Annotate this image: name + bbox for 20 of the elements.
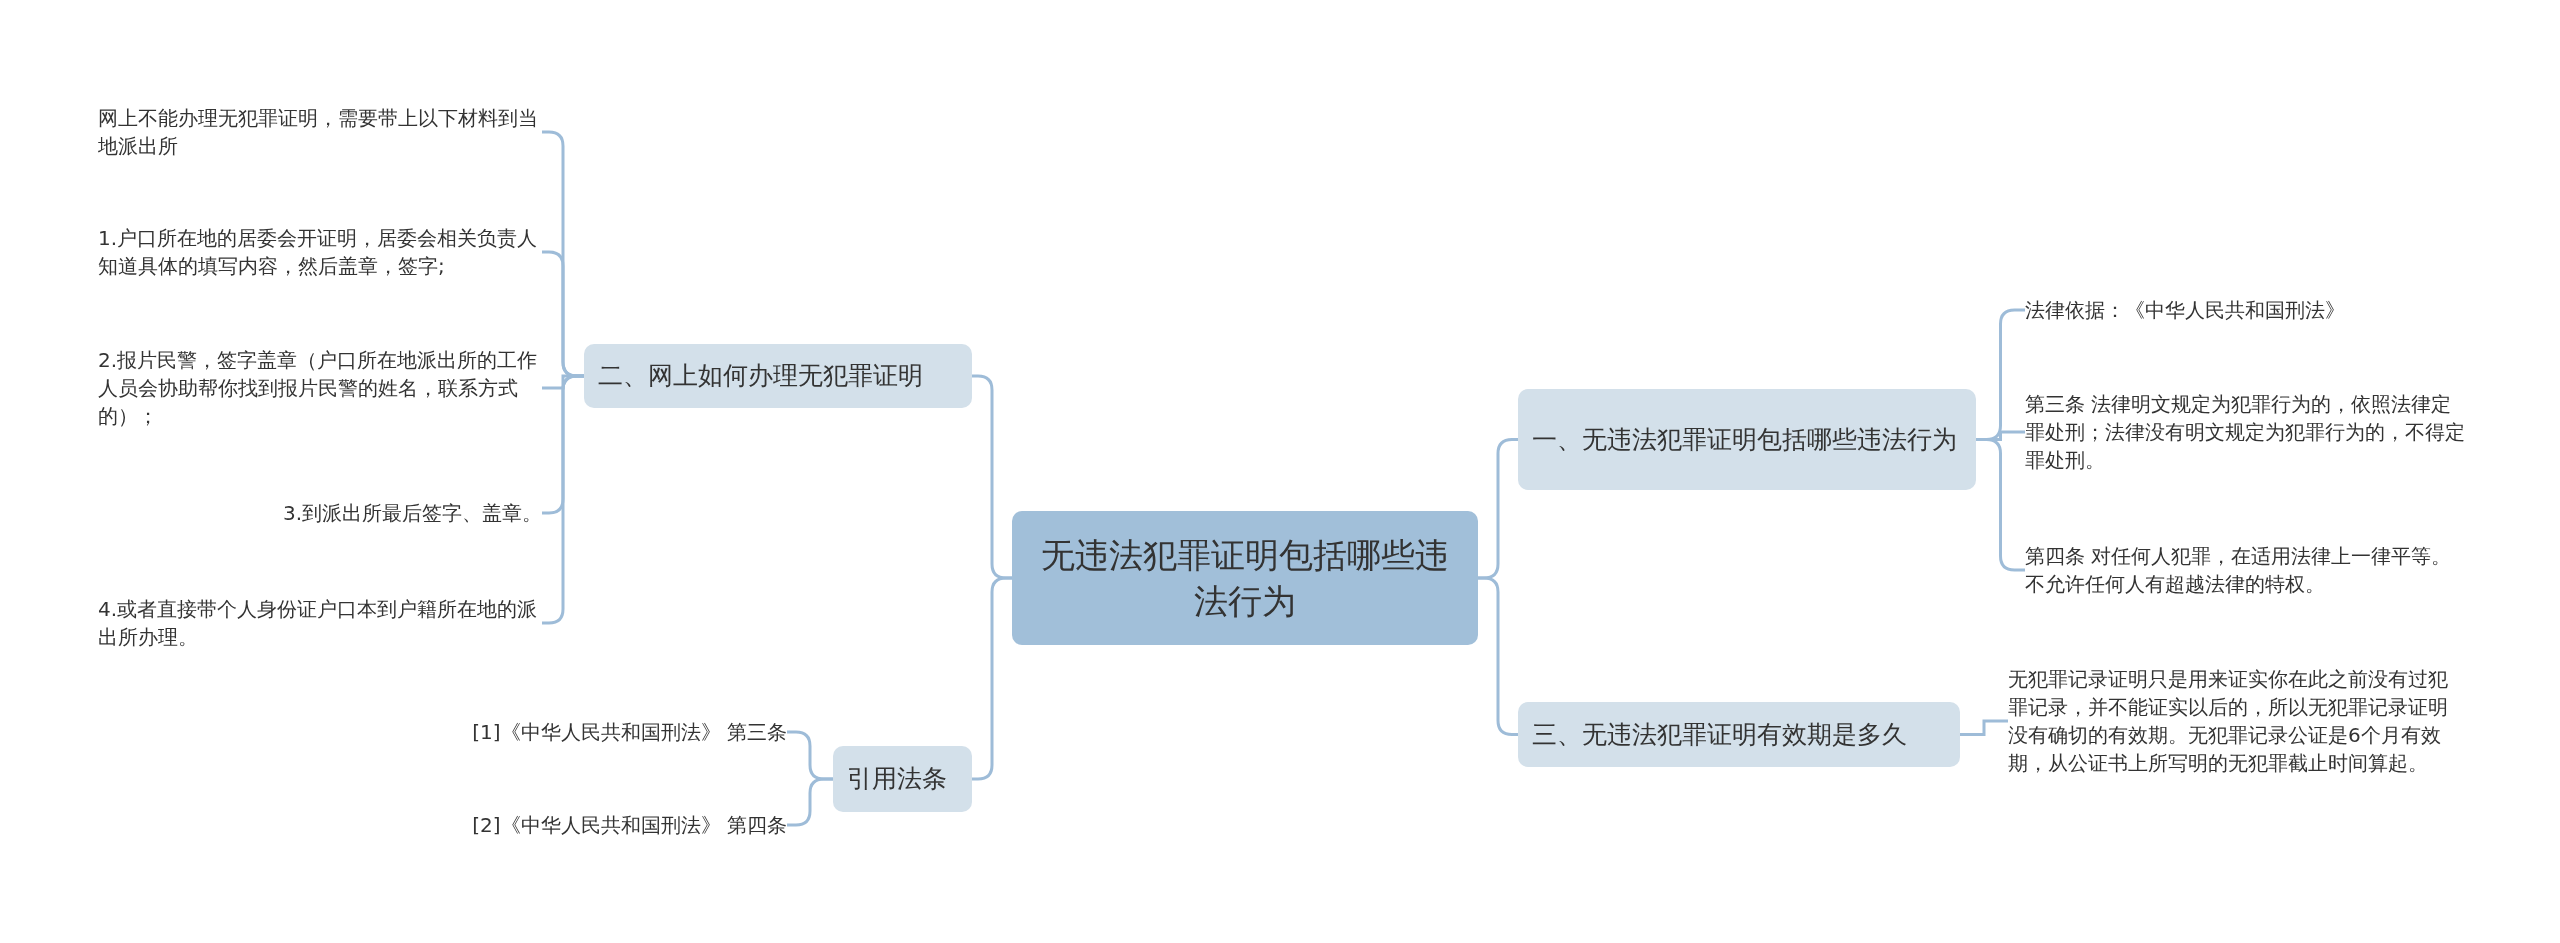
note-text: [1]《中华人民共和国刑法》 第三条 [380, 718, 787, 746]
central-topic-box: 无违法犯罪证明包括哪些违法行为 [1012, 511, 1478, 645]
note-text: 第三条 法律明文规定为犯罪行为的，依照法律定罪处刑；法律没有明文规定为犯罪行为的，不得定罪处刑。 [2025, 390, 2465, 474]
note-text: 2.报片民警，签字盖章（户口所在地派出所的工作人员会协助帮你找到报片民警的姓名，联系方式的）； [98, 346, 542, 430]
topic-box: 二、网上如何办理无犯罪证明 [584, 344, 972, 408]
connector-line [972, 576, 1012, 781]
topic-box: 引用法条 [833, 746, 972, 812]
topic-box: 一、无违法犯罪证明包括哪些违法行为 [1518, 389, 1976, 490]
connector-line [1960, 719, 2008, 736]
note-text: 网上不能办理无犯罪证明，需要带上以下材料到当地派出所 [98, 104, 542, 160]
note-text: 1.户口所在地的居委会开证明，居委会相关负责人知道具体的填写内容，然后盖章，签字; [98, 224, 542, 280]
note-text: 4.或者直接带个人身份证户口本到户籍所在地的派出所办理。 [98, 595, 542, 651]
connector-line [1478, 576, 1518, 736]
note-text: [2]《中华人民共和国刑法》 第四条 [380, 811, 787, 839]
connector-line [787, 777, 833, 827]
note-text: 第四条 对任何人犯罪，在适用法律上一律平等。不允许任何人有超越法律的特权。 [2025, 542, 2465, 598]
note-text: 法律依据：《中华人民共和国刑法》 [2025, 296, 2465, 324]
topic-box: 三、无违法犯罪证明有效期是多久 [1518, 702, 1960, 767]
note-text: 3.到派出所最后签字、盖章。 [98, 499, 542, 527]
note-text: 无犯罪记录证明只是用来证实你在此之前没有过犯罪记录，并不能证实以后的，所以无犯罪记录证明没有确切的有效期。无犯罪记录公证是6个月有效期，从公证书上所写明的无犯罪截止时间算起。 [2008, 665, 2453, 777]
